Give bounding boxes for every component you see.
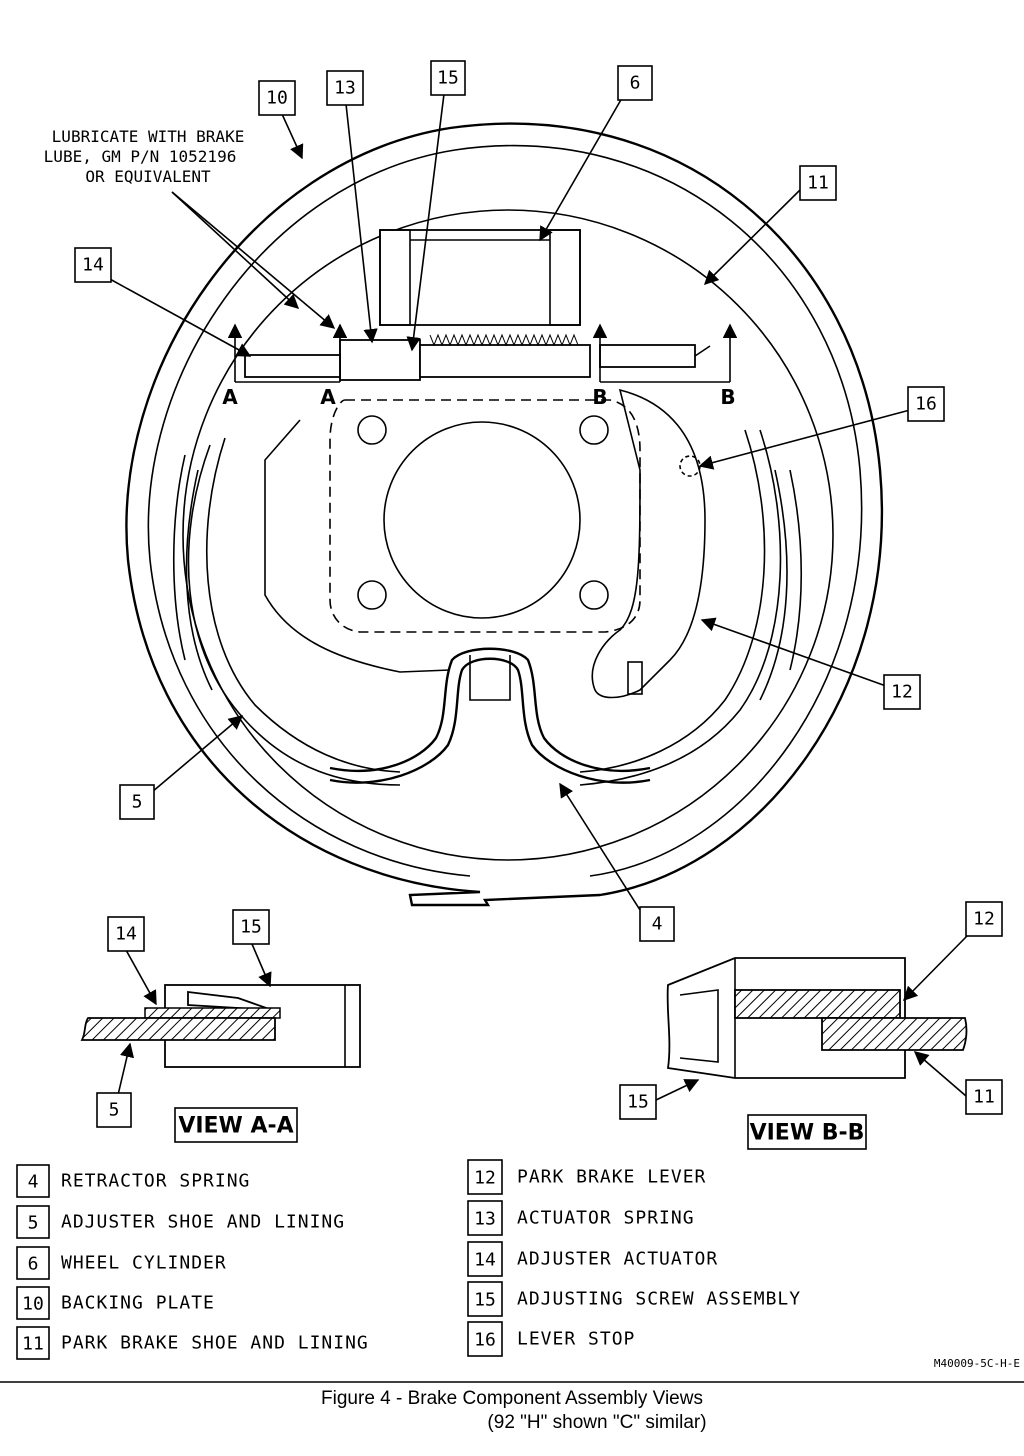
svg-text:5: 5 [132,792,143,813]
main-view: A A B B LUBRICATE WITH BRAKE LUBE, GM P/… [44,60,945,942]
callout-13: 13 [326,70,364,106]
view-a-a: 14 15 5 VIEW A-A [80,909,361,1143]
svg-text:11: 11 [807,173,829,194]
svg-text:5: 5 [28,1213,39,1234]
legend: 4 RETRACTOR SPRING 5 ADJUSTER SHOE AND L… [16,1159,801,1360]
leader-lines [107,93,911,911]
lubrication-note: LUBRICATE WITH BRAKE LUBE, GM P/N 105219… [44,127,336,329]
callout-11: 11 [799,165,837,201]
svg-text:4: 4 [28,1172,39,1193]
callout-4: 4 [639,906,675,942]
view-bb-callout-15: 15 [619,1084,657,1120]
view-bb-title: VIEW B-B [747,1114,867,1150]
svg-text:12: 12 [891,682,913,703]
svg-text:12: 12 [474,1168,496,1189]
callout-12: 12 [883,674,921,710]
legend-item-16: 16 LEVER STOP [467,1321,635,1357]
svg-text:13: 13 [334,78,356,99]
svg-text:15: 15 [627,1092,649,1113]
svg-text:5: 5 [109,1100,120,1121]
hub-plate [264,399,701,673]
svg-text:VIEW A-A: VIEW A-A [178,1114,293,1139]
svg-text:13: 13 [474,1209,496,1230]
svg-text:6: 6 [630,73,641,94]
view-b-b: 12 11 15 VIEW B-B [619,901,1003,1150]
lube-note-line-2: LUBE, GM P/N 1052196 [44,147,237,166]
svg-text:16: 16 [915,394,937,415]
svg-text:14: 14 [474,1250,496,1271]
svg-text:15: 15 [240,917,262,938]
callout-10: 10 [258,80,296,116]
svg-text:16: 16 [474,1330,496,1351]
section-label-b-left: B [592,385,607,409]
svg-text:12: 12 [973,909,995,930]
view-bb-callout-11: 11 [965,1079,1003,1115]
backing-plate [125,122,883,907]
svg-text:10: 10 [266,88,288,109]
retractor-spring [329,647,651,784]
svg-text:ADJUSTER ACTUATOR: ADJUSTER ACTUATOR [517,1249,718,1270]
svg-text:11: 11 [973,1087,995,1108]
svg-text:14: 14 [115,924,137,945]
svg-text:10: 10 [22,1294,44,1315]
callout-16: 16 [907,386,945,422]
figure-caption-line-2: (92 "H" shown "C" similar) [487,1412,706,1433]
svg-text:11: 11 [22,1334,44,1355]
adjusting-screw [244,333,711,381]
svg-text:WHEEL CYLINDER: WHEEL CYLINDER [61,1253,227,1274]
drawing-code: M40009-5C-H-E [934,1357,1020,1370]
svg-text:15: 15 [437,68,459,89]
legend-item-6: 6 WHEEL CYLINDER [16,1246,227,1280]
svg-text:VIEW B-B: VIEW B-B [750,1121,865,1146]
callout-6: 6 [617,65,653,101]
svg-text:BACKING PLATE: BACKING PLATE [61,1293,215,1314]
svg-text:PARK BRAKE LEVER: PARK BRAKE LEVER [517,1167,706,1188]
callout-14: 14 [74,247,112,283]
svg-text:4: 4 [652,914,663,935]
legend-item-4: 4 RETRACTOR SPRING [16,1164,250,1198]
section-label-a-left: A [222,385,238,409]
wheel-cylinder [379,229,581,326]
view-aa-callout-5: 5 [96,1092,132,1128]
legend-item-14: 14 ADJUSTER ACTUATOR [467,1241,718,1277]
lube-note-line-3: OR EQUIVALENT [85,167,211,186]
svg-text:15: 15 [474,1290,496,1311]
legend-item-10: 10 BACKING PLATE [16,1286,215,1320]
svg-text:ADJUSTER SHOE AND LINING: ADJUSTER SHOE AND LINING [61,1212,345,1233]
legend-item-5: 5 ADJUSTER SHOE AND LINING [16,1205,345,1239]
shoes [172,429,802,786]
svg-text:ACTUATOR SPRING: ACTUATOR SPRING [517,1208,695,1229]
svg-text:14: 14 [82,255,104,276]
view-aa-title: VIEW A-A [174,1107,298,1143]
svg-text:RETRACTOR SPRING: RETRACTOR SPRING [61,1171,250,1192]
park-brake-lever [591,388,706,699]
view-aa-callout-15: 15 [232,909,270,945]
lube-note-line-1: LUBRICATE WITH BRAKE [52,127,245,146]
svg-text:ADJUSTING SCREW ASSEMBLY: ADJUSTING SCREW ASSEMBLY [517,1289,801,1310]
callout-15: 15 [430,60,466,96]
callout-5: 5 [119,784,155,820]
legend-item-13: 13 ACTUATOR SPRING [467,1200,695,1236]
legend-item-11: 11 PARK BRAKE SHOE AND LINING [16,1326,369,1360]
svg-text:6: 6 [28,1254,39,1275]
legend-item-12: 12 PARK BRAKE LEVER [467,1159,706,1195]
figure-caption-line-1: Figure 4 - Brake Component Assembly View… [321,1388,703,1409]
view-aa-callout-14: 14 [107,916,145,952]
svg-text:LEVER STOP: LEVER STOP [517,1329,635,1350]
svg-text:PARK BRAKE SHOE AND LINING: PARK BRAKE SHOE AND LINING [61,1333,369,1354]
legend-item-15: 15 ADJUSTING SCREW ASSEMBLY [467,1281,801,1317]
section-label-a-right: A [320,385,336,409]
view-bb-callout-12: 12 [965,901,1003,937]
section-markers: A A B B [222,323,738,409]
section-label-b-right: B [720,385,735,409]
